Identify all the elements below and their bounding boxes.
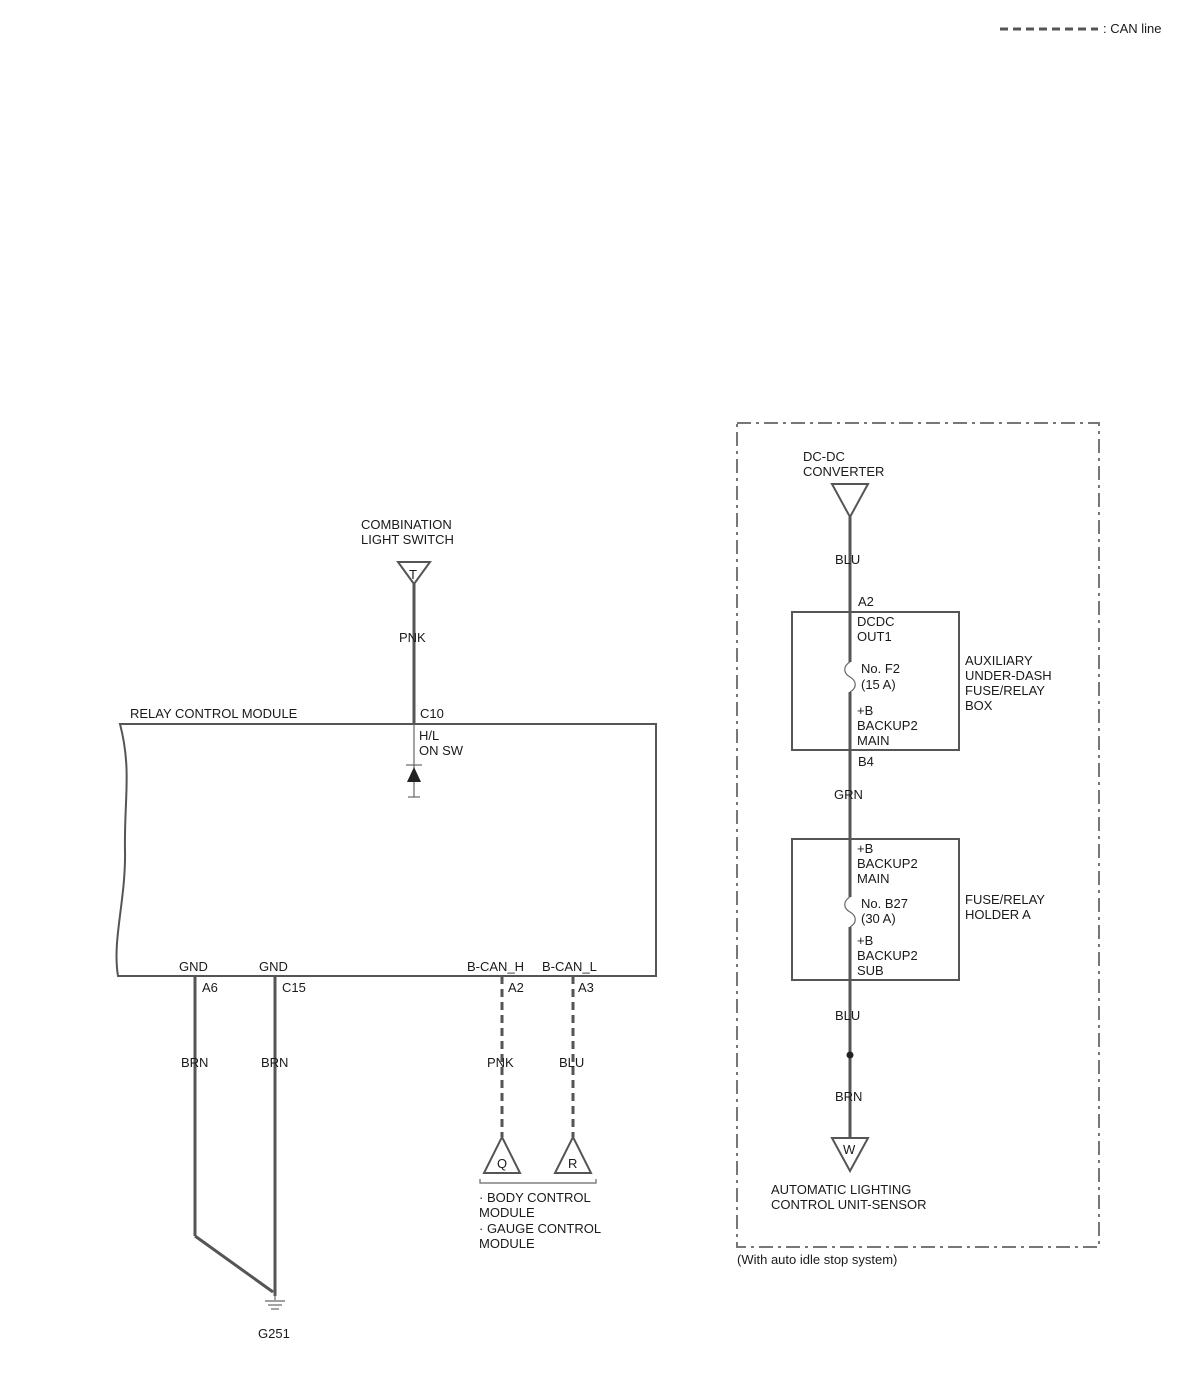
destination-bracket — [479, 1179, 597, 1184]
fuse-f2-icon — [844, 661, 856, 693]
hl-on-sw-arrow-icon — [407, 767, 421, 782]
holder-sub-label-1: +B — [857, 933, 873, 948]
connector-r-triangle — [553, 1134, 593, 1174]
dcdc-converter-triangle — [830, 483, 870, 520]
holder-main-label-3: MAIN — [857, 871, 890, 886]
auto-idle-stop-note: (With auto idle stop system) — [737, 1252, 897, 1267]
can-l-wire-label: BLU — [559, 1055, 584, 1070]
combination-switch-label-1: COMBINATION — [361, 517, 452, 532]
dest-gauge-control-2: MODULE — [479, 1236, 535, 1251]
blu-wire-label-1: BLU — [835, 552, 860, 567]
pin-b4-label: B4 — [858, 754, 874, 769]
dest-body-control-2: MODULE — [479, 1205, 535, 1220]
holder-sub-label-2: BACKUP2 — [857, 948, 918, 963]
aux-box-label-4: BOX — [965, 698, 993, 713]
hl-on-sw-label-2: ON SW — [419, 743, 464, 758]
brn-wire-label-right: BRN — [835, 1089, 862, 1104]
fuse-relay-holder-a-box — [791, 838, 960, 981]
connector-w-label: W — [843, 1142, 856, 1157]
sensor-label-1: AUTOMATIC LIGHTING — [771, 1182, 911, 1197]
gnd1-label: GND — [179, 959, 208, 974]
fuse-f2-label-2: (15 A) — [861, 677, 896, 692]
brn-wire-label-2: BRN — [261, 1055, 288, 1070]
bcan-h-label: B-CAN_H — [467, 959, 524, 974]
pnk-wire-label: PNK — [399, 630, 426, 645]
aux-box-label-3: FUSE/RELAY — [965, 683, 1045, 698]
holder-main-label-2: BACKUP2 — [857, 856, 918, 871]
sensor-label-2: CONTROL UNIT-SENSOR — [771, 1197, 927, 1212]
dcdc-out-label-2: OUT1 — [857, 629, 892, 644]
fuse-f2-label-1: No. F2 — [861, 661, 900, 676]
aux-fuse-box — [791, 611, 960, 751]
pin-c10-label: C10 — [420, 706, 444, 721]
fuse-b27-label-1: No. B27 — [861, 896, 908, 911]
grn-wire-label: GRN — [834, 787, 863, 802]
backup-main-label-3: MAIN — [857, 733, 890, 748]
brn-wire-label-1: BRN — [181, 1055, 208, 1070]
connector-t-triangle — [396, 561, 432, 586]
connector-t-label: T — [409, 567, 417, 582]
connector-r-label: R — [568, 1156, 577, 1171]
connector-w-triangle — [830, 1137, 870, 1174]
pin-a2-label: A2 — [508, 980, 524, 995]
gnd2-label: GND — [259, 959, 288, 974]
aux-box-label-2: UNDER-DASH — [965, 668, 1052, 683]
dest-gauge-control-1: · GAUGE CONTROL — [479, 1221, 601, 1236]
bcan-l-label: B-CAN_L — [542, 959, 597, 974]
relay-control-module-label: RELAY CONTROL MODULE — [130, 706, 298, 721]
can-line-legend-label: : CAN line — [1103, 21, 1162, 36]
pin-a3-label: A3 — [578, 980, 594, 995]
connector-q-triangle — [482, 1134, 522, 1174]
blu-wire-label-2: BLU — [835, 1008, 860, 1023]
pin-a6-label: A6 — [202, 980, 218, 995]
dest-body-control-1: · BODY CONTROL — [479, 1190, 591, 1205]
holder-a-label-1: FUSE/RELAY — [965, 892, 1045, 907]
ground-icon — [265, 1294, 285, 1310]
dcdc-converter-label-1: DC-DC — [803, 449, 845, 464]
pin-c15-label: C15 — [282, 980, 306, 995]
backup-main-label-2: BACKUP2 — [857, 718, 918, 733]
fuse-b27-label-2: (30 A) — [861, 911, 896, 926]
ground-g251-label: G251 — [258, 1326, 290, 1341]
connector-q-label: Q — [497, 1156, 507, 1171]
backup-main-label-1: +B — [857, 703, 873, 718]
holder-a-label-2: HOLDER A — [965, 907, 1031, 922]
brn-wire-a6-diagonal — [194, 1234, 274, 1294]
pin-a2-right-label: A2 — [858, 594, 874, 609]
combination-switch-label-2: LIGHT SWITCH — [361, 532, 454, 547]
dcdc-out-label-1: DCDC — [857, 614, 895, 629]
holder-main-label-1: +B — [857, 841, 873, 856]
relay-control-module-box — [115, 723, 657, 977]
holder-sub-label-3: SUB — [857, 963, 884, 978]
hl-on-sw-label-1: H/L — [419, 728, 439, 743]
splice-point — [846, 1051, 854, 1059]
dcdc-converter-label-2: CONVERTER — [803, 464, 884, 479]
aux-box-label-1: AUXILIARY — [965, 653, 1033, 668]
auto-idle-stop-boundary — [736, 422, 1100, 1248]
fuse-b27-icon — [844, 896, 856, 928]
can-h-wire-label: PNK — [487, 1055, 514, 1070]
